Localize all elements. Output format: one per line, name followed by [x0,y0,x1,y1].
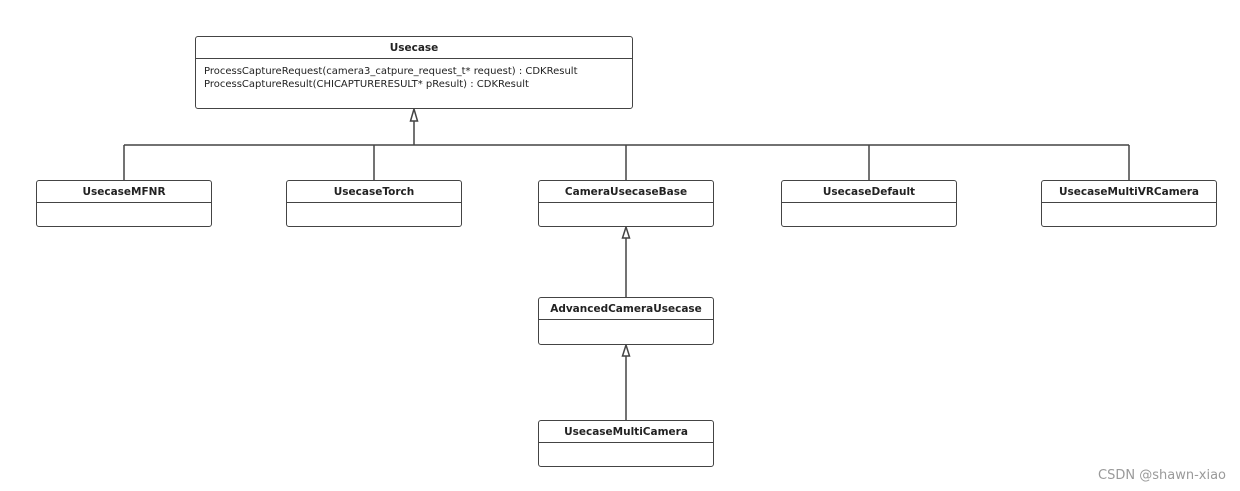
class-usecase[interactable]: Usecase ProcessCaptureRequest(camera3_ca… [195,36,633,109]
class-advanced-camera-usecase[interactable]: AdvancedCameraUsecase [538,297,714,345]
class-usecase-torch[interactable]: UsecaseTorch [286,180,462,227]
generalization-arrowhead-camera-usecase-base [621,224,631,239]
class-name: UsecaseDefault [782,181,956,203]
method-process-capture-result: ProcessCaptureResult(CHICAPTURERESULT* p… [204,79,529,90]
generalization-arrowhead-advanced-camera-usecase [621,342,631,357]
class-name: Usecase [196,37,632,59]
class-name: CameraUsecaseBase [539,181,713,203]
class-name: UsecaseMultiVRCamera [1042,181,1216,203]
class-methods: ProcessCaptureRequest(camera3_catpure_re… [196,59,632,91]
class-usecase-multi-camera[interactable]: UsecaseMultiCamera [538,420,714,467]
watermark: CSDN @shawn-xiao [1098,468,1226,483]
class-usecase-multi-vr-camera[interactable]: UsecaseMultiVRCamera [1041,180,1217,227]
class-name: AdvancedCameraUsecase [539,298,713,320]
class-name: UsecaseMFNR [37,181,211,203]
class-name: UsecaseTorch [287,181,461,203]
class-name: UsecaseMultiCamera [539,421,713,443]
class-camera-usecase-base[interactable]: CameraUsecaseBase [538,180,714,227]
class-usecase-mfnr[interactable]: UsecaseMFNR [36,180,212,227]
class-usecase-default[interactable]: UsecaseDefault [781,180,957,227]
method-process-capture-request: ProcessCaptureRequest(camera3_catpure_re… [204,66,578,77]
generalization-arrowhead-usecase [409,106,419,122]
